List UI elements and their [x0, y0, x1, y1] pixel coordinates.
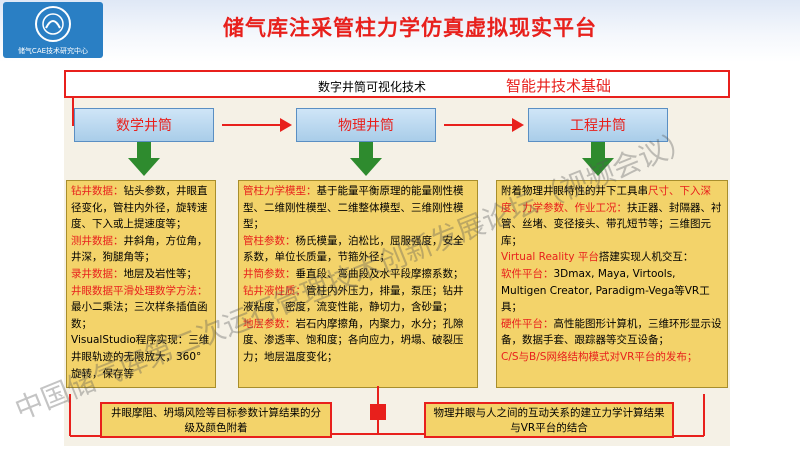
entry-heading: 软件平台：	[501, 267, 554, 280]
banner-right-label: 智能井技术基础	[506, 77, 612, 95]
bottom-left-text: 井眼摩阻、坍塌风险等目标参数计算结果的分级及颜色附着	[111, 407, 321, 434]
panel-entry: 井筒参数：垂直段、弯曲段及水平段摩擦系数；	[243, 266, 473, 283]
entry-text: 高性能图形计算机，三维环形显示设备，数据手套、跟踪器等交互设备；	[501, 317, 722, 347]
panel-entry: 管柱力学模型：基于能量平衡原理的能量刚性模型、二维刚性模型、二维整体模型、三维刚…	[243, 183, 473, 233]
entry-heading: 录井数据：	[71, 267, 124, 280]
stage-box-engineering: 工程井筒	[528, 108, 668, 142]
bottom-box-right: 物理井眼与人之间的互动关系的建立力学计算结果与VR平台的结合	[424, 402, 674, 438]
down-arrow-icon	[128, 142, 160, 176]
down-arrow-icon	[582, 142, 614, 176]
logo-emblem-icon	[35, 6, 71, 42]
down-arrow-icon	[350, 142, 382, 176]
panel-math: 钻井数据：钻头参数，井眼直径变化，管柱内外径，旋转速度、下入或上提速度等；测井数…	[66, 180, 216, 388]
entry-text: 附着物理井眼特性的井下工具串	[501, 185, 648, 197]
panel-entry: VisualStudio程序实现：三维井眼轨迹的无限放大，360°旋转，保存等	[71, 332, 211, 382]
panel-entry: 地层参数：岩石内摩擦角，内聚力，水分；孔隙度、渗透率、饱和度；各向应力，坍塌、破…	[243, 316, 473, 366]
entry-text: 3Dmax, Maya, Virtools, Multigen Creator,…	[501, 267, 710, 314]
entry-text: 最小二乘法；三次样条插值函数；	[71, 301, 208, 330]
header: 储气CAE技术研究中心 储气库注采管柱力学仿真虚拟现实平台	[0, 0, 800, 62]
entry-text: 地层及岩性等；	[123, 267, 198, 280]
panel-entry: 钻井数据：钻头参数，井眼直径变化，管柱内外径，旋转速度、下入或上提速度等；	[71, 183, 211, 233]
entry-text: 井斜角，方位角，井深，狗腿角等；	[71, 234, 208, 264]
entry-text: 搭建实现人机交互：	[598, 251, 694, 264]
entry-highlight: 尺寸、下入深度、力学参数、作业工况：	[501, 185, 711, 214]
logo-text: 储气CAE技术研究中心	[17, 47, 89, 55]
entry-heading: 地层参数：	[243, 317, 296, 330]
bottom-box-left: 井眼摩阻、坍塌风险等目标参数计算结果的分级及颜色附着	[100, 402, 332, 438]
entry-text: 垂直段、弯曲段及水平段摩擦系数；	[295, 267, 464, 280]
logo: 储气CAE技术研究中心	[3, 2, 103, 58]
entry-text: 钻头参数，井眼直径变化，管柱内外径，旋转速度、下入或上提速度等；	[71, 185, 208, 231]
panel-physics: 管柱力学模型：基于能量平衡原理的能量刚性模型、二维刚性模型、二维整体模型、三维刚…	[238, 180, 478, 388]
panel-entry: Virtual Reality 平台搭建实现人机交互：	[501, 249, 723, 266]
panel-entry: 附着物理井眼特性的井下工具串尺寸、下入深度、力学参数、作业工况：扶正器、封隔器、…	[501, 183, 723, 249]
panel-entry: 录井数据：地层及岩性等；	[71, 266, 211, 283]
entry-text: 杨氏模量，泊松比，屈服强度，安全系数，单位长质量，节箍外径；	[243, 234, 464, 264]
entry-text: 扶正器、封隔器、衬管、丝堵、变径接头、带孔短节等；三维图元库；	[501, 201, 722, 247]
entry-heading: 钻井液性质：	[243, 284, 306, 297]
right-arrow-icon	[222, 118, 292, 132]
entry-heading: 井眼数据平滑处理数学方法：	[71, 284, 208, 297]
right-arrow-icon	[444, 118, 524, 132]
top-banner: 数字井筒可视化技术 智能井技术基础	[64, 70, 730, 98]
entry-heading: C/S与B/S网络结构模式对VR平台的发布；	[501, 350, 698, 363]
diagram: 数字井筒可视化技术 智能井技术基础 数学井筒 物理井筒 工程井筒 钻井数据：钻头…	[64, 70, 730, 446]
entry-text: 基于能量平衡原理的能量刚性模型、二维刚性模型、二维整体模型、三维刚性模型；	[243, 185, 464, 231]
panel-engineering: 附着物理井眼特性的井下工具串尺寸、下入深度、力学参数、作业工况：扶正器、封隔器、…	[496, 180, 728, 388]
banner-left-label: 数字井筒可视化技术	[318, 80, 427, 94]
stage-box-physics: 物理井筒	[296, 108, 436, 142]
panel-entry: 硬件平台：高性能图形计算机，三维环形显示设备，数据手套、跟踪器等交互设备；	[501, 316, 723, 349]
panel-entry: 软件平台：3Dmax, Maya, Virtools, Multigen Cre…	[501, 266, 723, 316]
entry-heading: 硬件平台：	[501, 317, 554, 330]
panel-entry: 管柱参数：杨氏模量，泊松比，屈服强度，安全系数，单位长质量，节箍外径；	[243, 233, 473, 266]
page-title: 储气库注采管柱力学仿真虚拟现实平台	[223, 16, 597, 40]
panel-entry: 井眼数据平滑处理数学方法： 最小二乘法；三次样条插值函数；	[71, 283, 211, 333]
entry-text: 岩石内摩擦角，内聚力，水分；孔隙度、渗透率、饱和度；各向应力，坍塌、破裂压力；地…	[243, 317, 464, 363]
panel-entry: 测井数据：井斜角，方位角，井深，狗腿角等；	[71, 233, 211, 266]
entry-heading: 钻井数据：	[71, 185, 124, 197]
entry-heading: 管柱力学模型：	[243, 185, 317, 197]
bottom-connector-left	[69, 386, 705, 437]
panel-entry: 钻井液性质：管柱内外压力，排量，泵压；钻井液粘度，密度，流变性能，静切力，含砂量…	[243, 283, 473, 316]
entry-heading: 管柱参数：	[243, 234, 296, 247]
entry-heading: 测井数据：	[71, 234, 124, 247]
entry-text: VisualStudio程序实现：三维井眼轨迹的无限放大，360°旋转，保存等	[71, 334, 210, 380]
bottom-right-text: 物理井眼与人之间的互动关系的建立力学计算结果与VR平台的结合	[433, 407, 665, 434]
entry-heading: 井筒参数：	[243, 267, 296, 280]
entry-text: 管柱内外压力，排量，泵压；钻井液粘度，密度，流变性能，静切力，含砂量；	[243, 284, 464, 314]
entry-heading: Virtual Reality 平台	[501, 251, 599, 264]
banner-connector	[72, 96, 74, 126]
stage-box-math: 数学井筒	[74, 108, 214, 142]
panel-entry: C/S与B/S网络结构模式对VR平台的发布；	[501, 349, 723, 366]
